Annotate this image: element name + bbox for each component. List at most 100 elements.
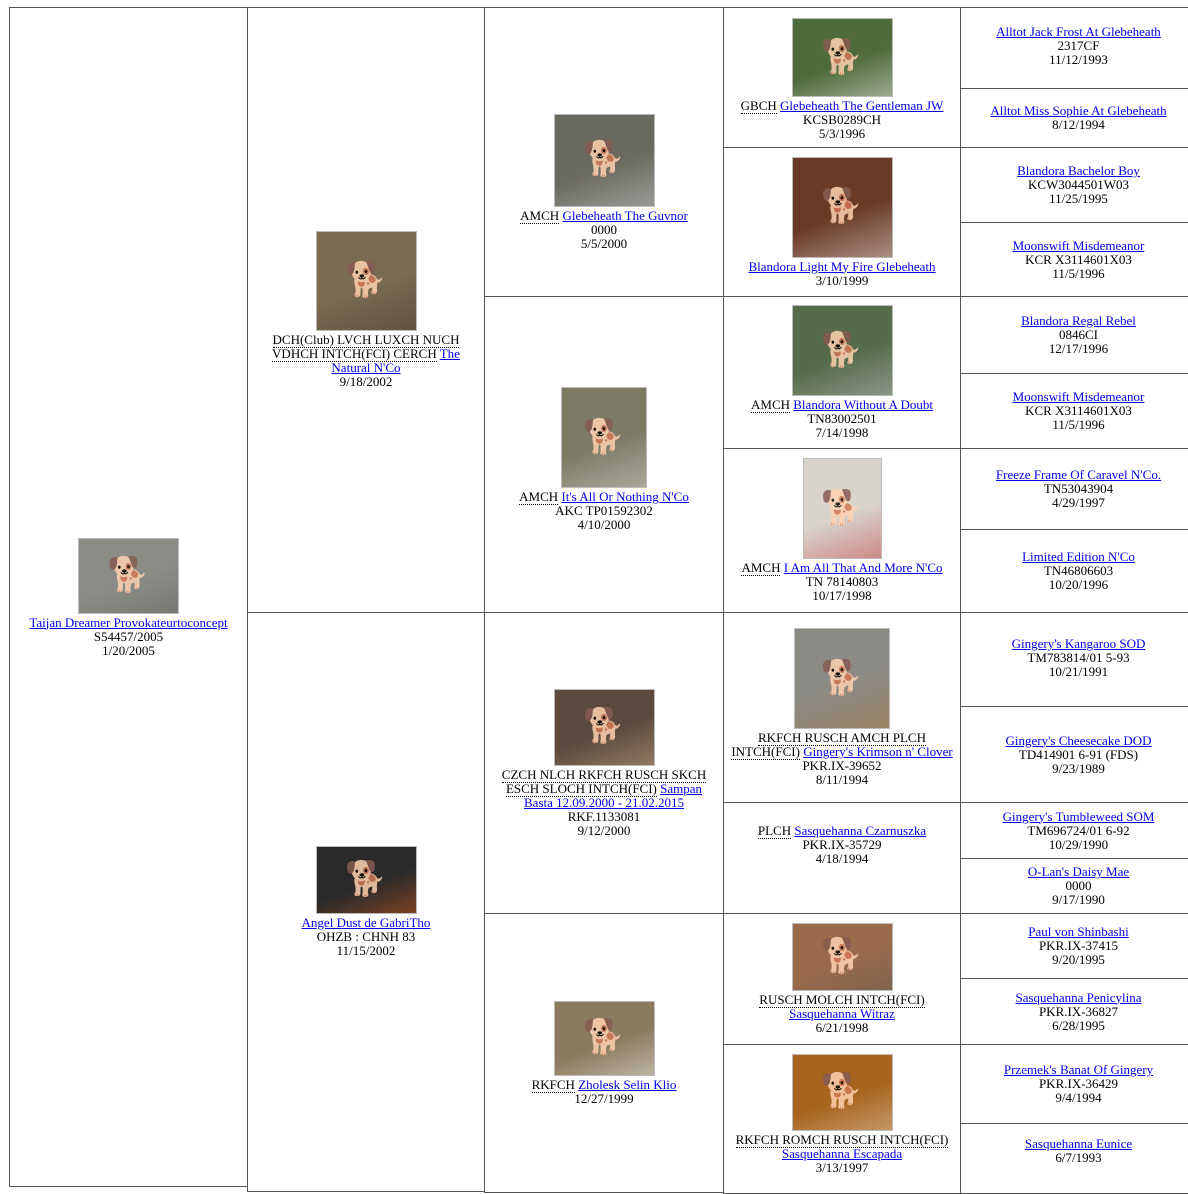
- registration-number: AKC TP01592302: [555, 503, 653, 518]
- birth-date: 6/28/1995: [1052, 1017, 1105, 1033]
- dog-photo: 🐕: [315, 846, 417, 914]
- dog-photo-icon: 🐕: [820, 331, 864, 369]
- dog-name-line: AMCH I Am All That And More N'Co: [741, 560, 943, 576]
- birth-date: 1/20/2005: [102, 642, 155, 658]
- dog-photo: 🐕: [553, 1000, 655, 1076]
- dog-link[interactable]: Sasquehanna Czarnuszka: [794, 823, 927, 838]
- dog-link[interactable]: Paul von Shinbashi: [1028, 924, 1129, 939]
- birth-date: 4/10/2000: [577, 517, 631, 532]
- registration-number: KCR X3114601X03: [1025, 251, 1132, 267]
- dog-link[interactable]: Glebeheath The Gentleman JW: [780, 98, 944, 113]
- dog-photo-icon: 🐕: [820, 489, 864, 527]
- pedigree-gen4-cell: 🐕 GBCH Glebeheath The Gentleman JW KCSB0…: [723, 7, 961, 148]
- dog-link[interactable]: Angel Dust de GabriTho: [301, 915, 431, 930]
- dog-link[interactable]: Alltot Jack Frost At Glebeheath: [996, 24, 1161, 39]
- pedigree-gen5-cell: Blandora Regal Rebel 0846CI 12/17/1996: [960, 296, 1188, 374]
- birth-date: 8/11/1994: [815, 772, 869, 787]
- pedigree-dam-cell: 🐕 Angel Dust de GabriTho OHZB : CHNH 83 …: [247, 612, 485, 1192]
- dog-name-line: AMCH Glebeheath The Guvnor: [520, 207, 688, 224]
- dog-link[interactable]: Gingery's Cheesecake DOD: [1005, 732, 1152, 748]
- pedigree-gen4-cell: 🐕 AMCH I Am All That And More N'Co TN 78…: [723, 448, 961, 613]
- birth-date: 10/20/1996: [1048, 577, 1109, 592]
- dog-photo-icon: 🐕: [820, 659, 864, 697]
- dog-link[interactable]: I Am All That And More N'Co: [783, 560, 943, 575]
- dog-link[interactable]: Sasquehanna Escapada: [781, 1145, 903, 1161]
- title-abbreviation: DCH(Club) LVCH LUXCH NUCH VDHCH INTCH(FC…: [272, 332, 460, 362]
- pedigree-gen5-cell: Sasquehanna Eunice 6/7/1993: [960, 1123, 1188, 1194]
- pedigree-gen5-cell: O-Lan's Daisy Mae 0000 9/17/1990: [960, 858, 1188, 914]
- pedigree-gen5-cell: Gingery's Cheesecake DOD TD414901 6-91 (…: [960, 706, 1188, 803]
- registration-number: KCR X3114601X03: [1025, 403, 1132, 418]
- dog-link[interactable]: Sampan Basta 12.09.2000 - 21.02.2015: [524, 780, 703, 810]
- registration-number: TN83002501: [807, 411, 877, 426]
- dog-link[interactable]: Blandora Bachelor Boy: [1017, 163, 1140, 178]
- dog-link[interactable]: Moonswift Misdemeanor: [1012, 237, 1145, 253]
- dog-photo: 🐕: [794, 628, 890, 729]
- pedigree-gen4-cell: 🐕 RUSCH MOLCH INTCH(FCI) Sasquehanna Wit…: [723, 913, 961, 1045]
- pedigree-gen5-cell: Moonswift Misdemeanor KCR X3114601X03 11…: [960, 373, 1188, 449]
- title-abbreviation: CZCH NLCH RKFCH RUSCH SKCH ESCH SLOCH IN…: [501, 766, 707, 797]
- dog-link[interactable]: The Natural N'Co: [331, 346, 460, 375]
- registration-number: TN46806603: [1043, 563, 1114, 578]
- dog-link[interactable]: Gingery's Kangaroo SOD: [1011, 636, 1146, 651]
- dog-link[interactable]: Limited Edition N'Co: [1022, 549, 1135, 564]
- dog-photo: 🐕: [553, 113, 655, 207]
- dog-name-line: CZCH NLCH RKFCH RUSCH SKCH ESCH SLOCH IN…: [491, 766, 717, 810]
- dog-link[interactable]: Blandora Without A Doubt: [793, 397, 933, 412]
- birth-date: 10/21/1991: [1048, 664, 1109, 679]
- dog-photo: 🐕: [791, 923, 893, 991]
- dog-photo-icon: 🐕: [820, 38, 864, 76]
- dog-link[interactable]: Przemek's Banat Of Gingery: [1003, 1062, 1154, 1077]
- registration-number: TD414901 6-91 (FDS): [1018, 746, 1139, 762]
- dog-link[interactable]: Alltot Miss Sophie At Glebeheath: [990, 103, 1167, 118]
- title-abbreviation: RKFCH: [531, 1076, 575, 1093]
- birth-date: 12/27/1999: [574, 1090, 634, 1106]
- title-abbreviation: AMCH: [520, 207, 560, 224]
- dog-photo: 🐕: [791, 156, 893, 258]
- dog-link[interactable]: Sasquehanna Penicylina: [1015, 989, 1142, 1005]
- birth-date: 3/10/1999: [815, 272, 869, 288]
- registration-number: PKR.IX-37415: [1038, 938, 1119, 953]
- pedigree-gen4-cell: 🐕 Blandora Light My Fire Glebeheath 3/10…: [723, 147, 961, 297]
- registration-number: TM783814/01 5-93: [1027, 650, 1130, 665]
- registration-number: PKR.IX-36429: [1038, 1076, 1119, 1091]
- birth-date: 7/14/1998: [815, 425, 869, 440]
- birth-date: 4/29/1997: [1052, 495, 1105, 510]
- dog-name-line: GBCH Glebeheath The Gentleman JW: [740, 98, 944, 114]
- birth-date: 9/12/2000: [577, 822, 631, 838]
- dog-link[interactable]: Gingery's Krimson n' Clover: [803, 744, 953, 759]
- dog-photo: 🐕: [78, 537, 179, 614]
- dog-link[interactable]: Moonswift Misdemeanor: [1012, 389, 1145, 404]
- pedigree-gen5-cell: Sasquehanna Penicylina PKR.IX-36827 6/28…: [960, 978, 1188, 1045]
- dog-link[interactable]: O-Lan's Daisy Mae: [1027, 864, 1130, 879]
- dog-link[interactable]: It's All Or Nothing N'Co: [561, 489, 689, 504]
- dog-link[interactable]: Blandora Light My Fire Glebeheath: [748, 258, 936, 274]
- dog-name-line: AMCH Blandora Without A Doubt: [751, 397, 933, 413]
- dog-photo-icon: 🐕: [582, 1019, 626, 1056]
- dog-photo: 🐕: [791, 18, 893, 97]
- registration-number: 0000: [591, 221, 617, 237]
- birth-date: 3/13/1997: [815, 1159, 869, 1175]
- birth-date: 11/12/1993: [1049, 52, 1108, 67]
- title-abbreviation: AMCH: [519, 489, 559, 505]
- pedigree-gen3-cell: 🐕 CZCH NLCH RKFCH RUSCH SKCH ESCH SLOCH …: [484, 612, 724, 914]
- birth-date: 6/21/1998: [815, 1020, 869, 1035]
- dog-link[interactable]: Sasquehanna Witraz: [789, 1006, 895, 1021]
- registration-number: PKR.IX-39652: [802, 758, 882, 773]
- pedigree-gen5-cell: Blandora Bachelor Boy KCW3044501W03 11/2…: [960, 147, 1188, 223]
- birth-date: 6/7/1993: [1055, 1150, 1102, 1165]
- dog-link[interactable]: Freeze Frame Of Caravel N'Co.: [995, 467, 1162, 482]
- dog-link[interactable]: Taijan Dreamer Provokateurtoconcept: [29, 614, 228, 630]
- dog-photo-icon: 🐕: [582, 708, 626, 745]
- birth-date: 9/17/1990: [1052, 892, 1105, 907]
- birth-date: 9/23/1989: [1052, 760, 1105, 776]
- dog-link[interactable]: Zholesk Selin Klio: [578, 1076, 677, 1092]
- pedigree-gen5-cell: Alltot Miss Sophie At Glebeheath 8/12/19…: [960, 88, 1188, 148]
- title-abbreviation: GBCH: [740, 98, 777, 114]
- dog-link[interactable]: Sasquehanna Eunice: [1024, 1136, 1133, 1151]
- dog-link[interactable]: Blandora Regal Rebel: [1021, 313, 1136, 328]
- dog-link[interactable]: Gingery's Tumbleweed SOM: [1002, 808, 1155, 824]
- pedigree-sire-cell: 🐕 DCH(Club) LVCH LUXCH NUCH VDHCH INTCH(…: [247, 7, 485, 613]
- dog-link[interactable]: Glebeheath The Guvnor: [562, 207, 688, 223]
- birth-date: 9/4/1994: [1055, 1090, 1102, 1105]
